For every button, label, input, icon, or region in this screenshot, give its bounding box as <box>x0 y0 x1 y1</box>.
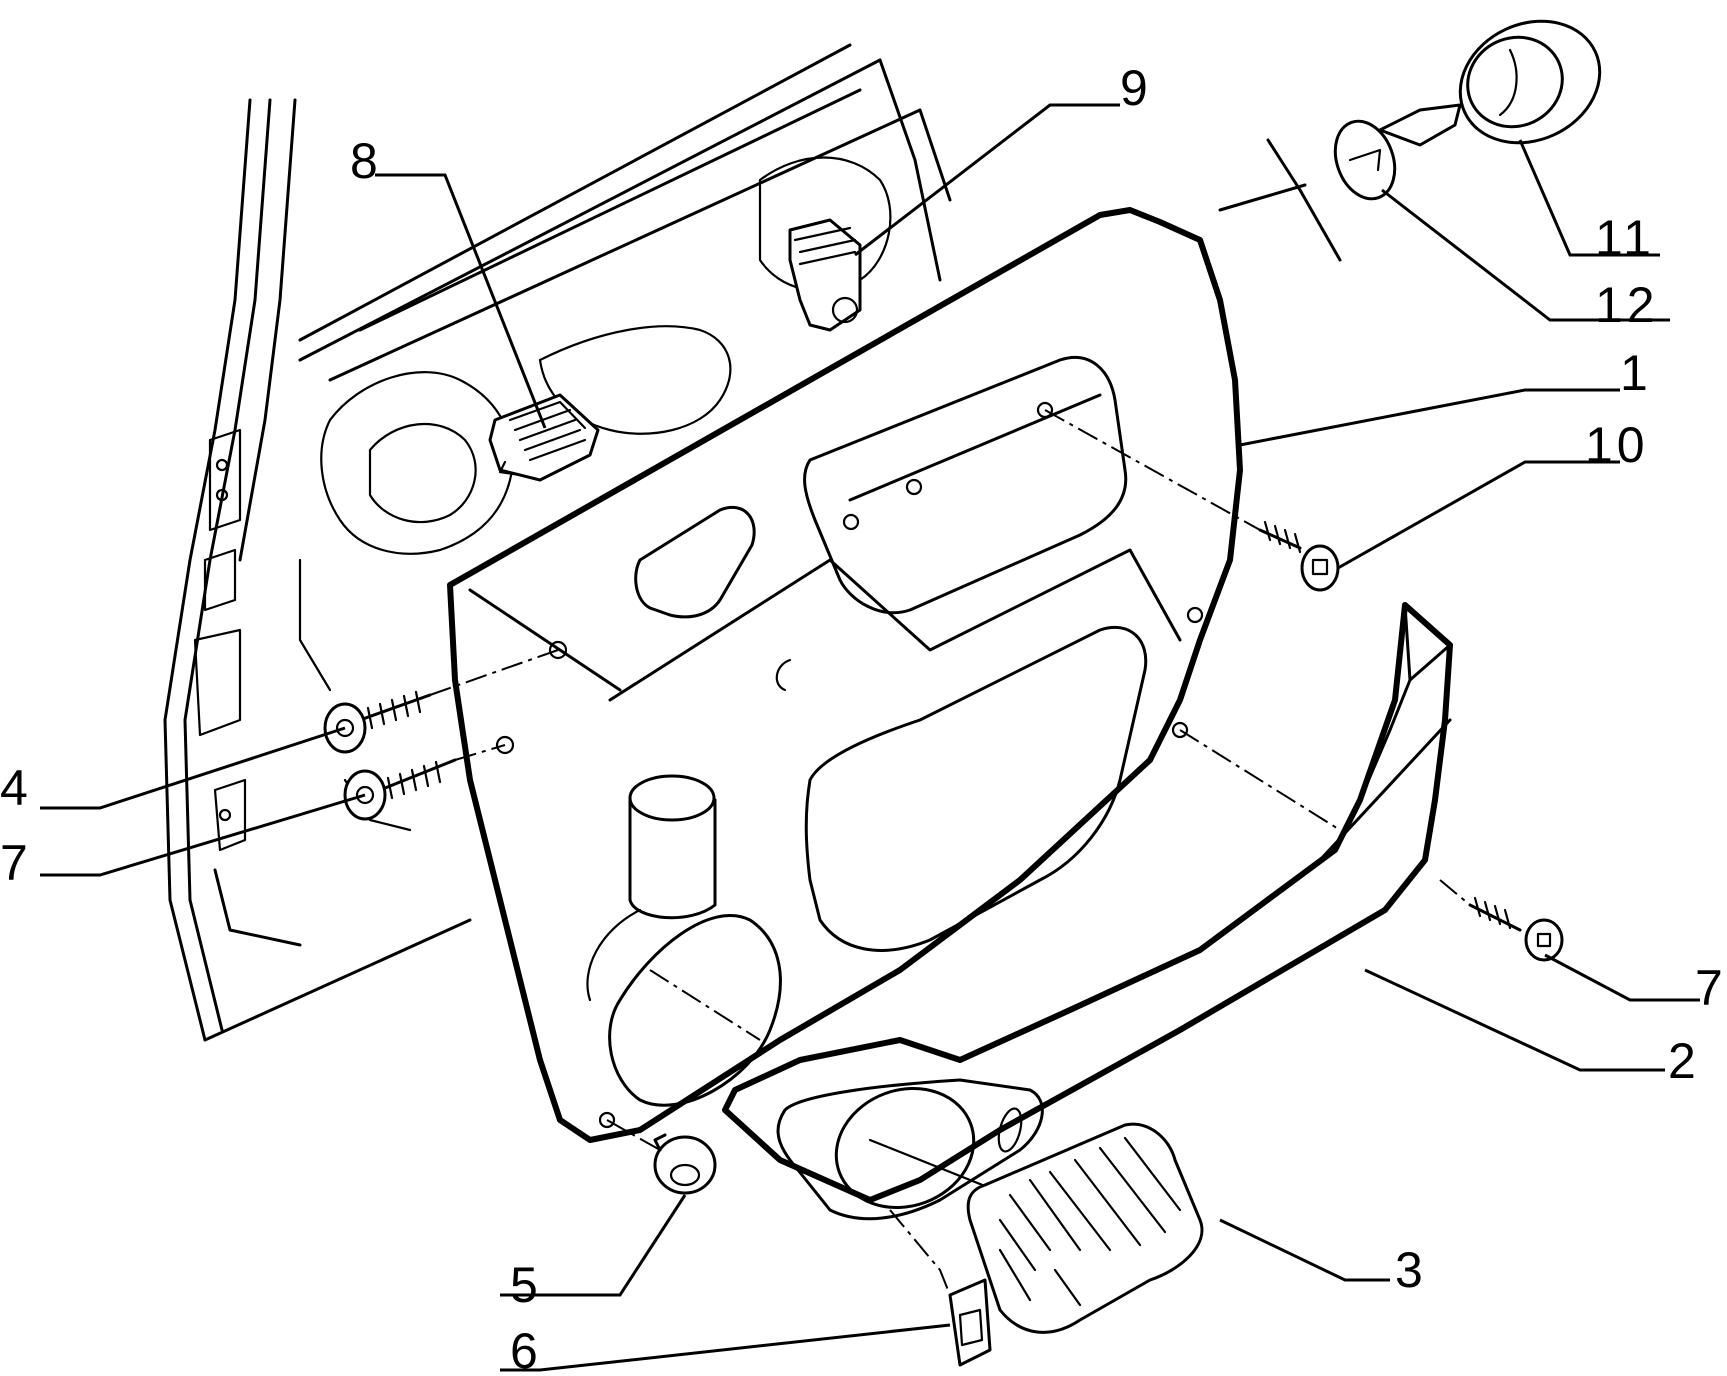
callout-1: 1 <box>1620 345 1652 401</box>
part-9-clip <box>788 218 862 332</box>
callout-11: 11 <box>1595 210 1655 266</box>
assembly-lines <box>429 138 1471 1296</box>
part-11-grommet <box>1458 19 1602 145</box>
part-10-screw <box>1258 520 1340 592</box>
callout-9: 9 <box>1120 60 1152 116</box>
part-5-clip <box>653 1133 717 1195</box>
callout-2: 2 <box>1668 1033 1700 1089</box>
part-3-mat-insert <box>966 1122 1204 1334</box>
callout-8: 8 <box>350 133 382 189</box>
callout-6: 6 <box>510 1323 542 1376</box>
part-12-push-pin <box>1333 103 1462 201</box>
callout-3: 3 <box>1395 1242 1427 1298</box>
part-7-screw-left <box>343 758 457 821</box>
callout-12: 12 <box>1595 277 1659 333</box>
callout-10: 10 <box>1585 417 1649 473</box>
part-8-switch <box>488 393 600 482</box>
part-7-screw-right <box>1468 896 1564 962</box>
callout-7-right: 7 <box>1695 960 1727 1016</box>
part-6-clip <box>948 1278 992 1367</box>
callout-4: 4 <box>0 760 32 816</box>
callout-labels: 1 2 3 4 5 6 7 7 8 9 10 11 12 <box>0 60 1727 1376</box>
part-1-door-trim-panel <box>447 207 1243 1143</box>
callout-7-left: 7 <box>0 835 32 891</box>
part-4-screw <box>323 690 432 754</box>
leader-lines <box>40 103 1700 1372</box>
callout-5: 5 <box>510 1257 542 1313</box>
